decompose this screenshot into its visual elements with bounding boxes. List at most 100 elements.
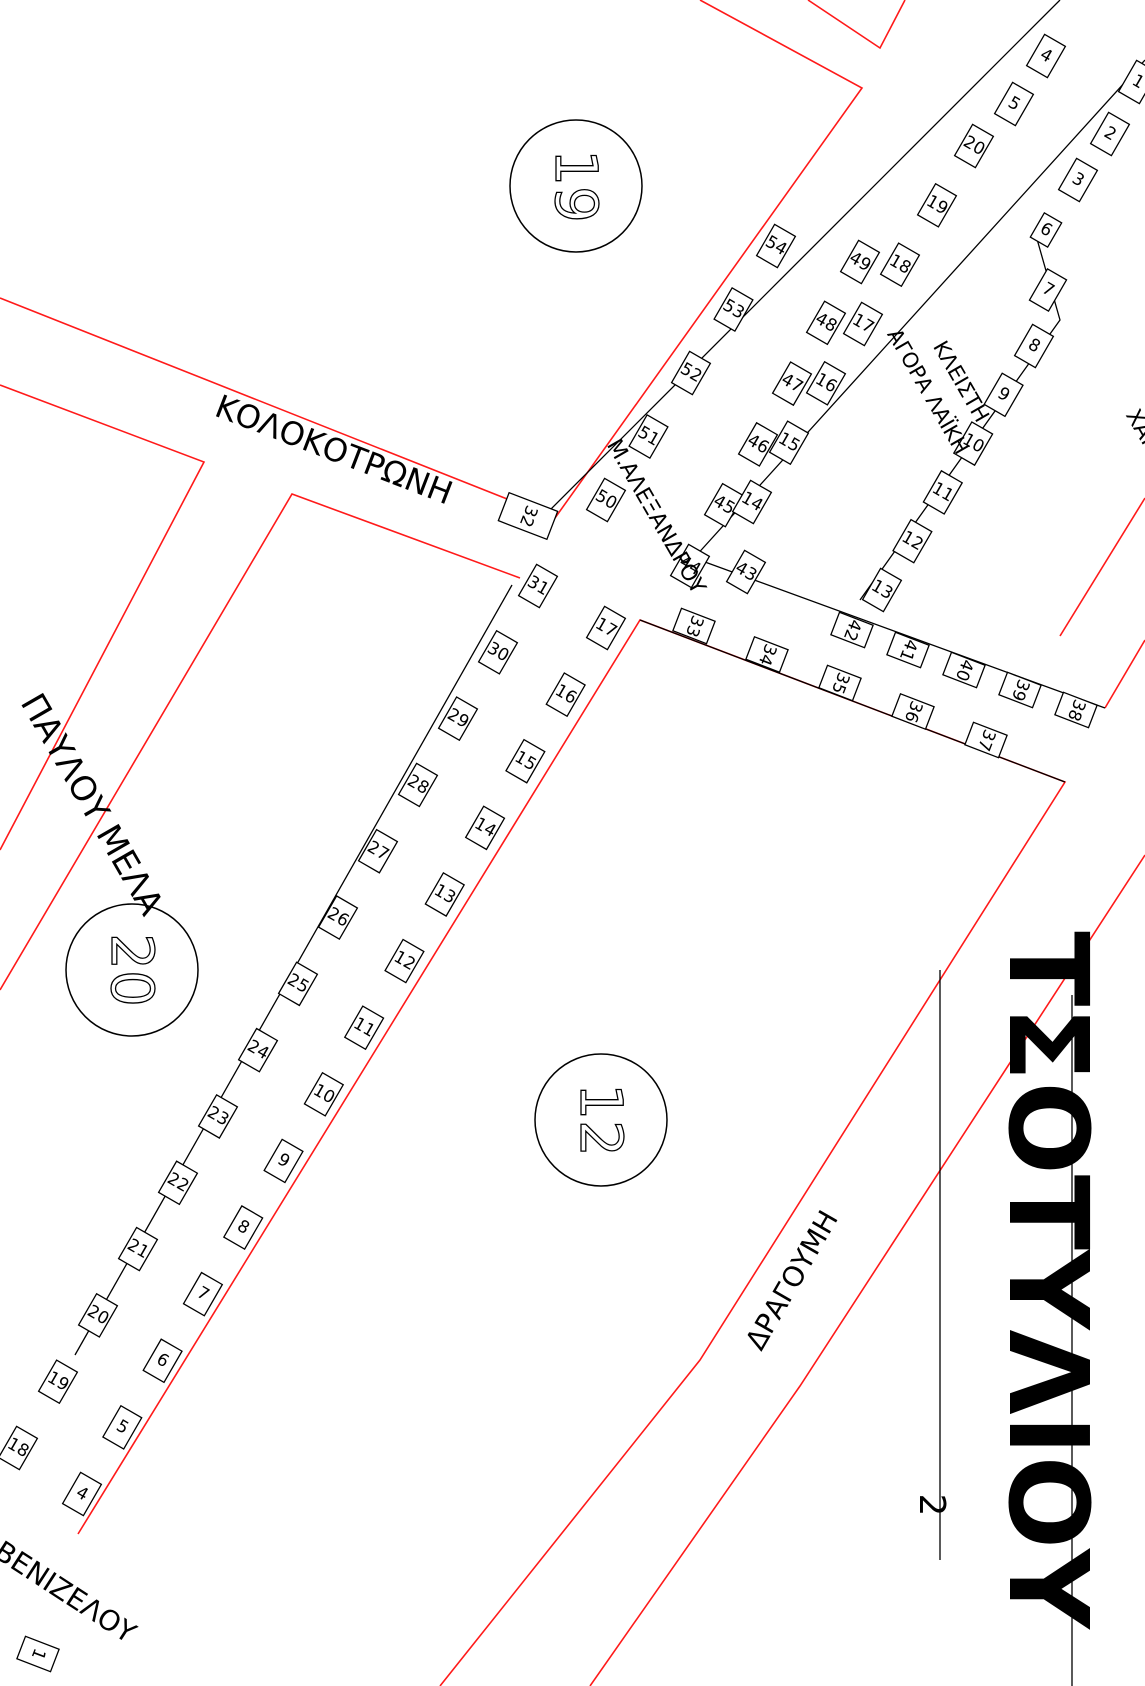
- stall-4: 4: [1025, 33, 1067, 79]
- stall-16: 16: [545, 672, 586, 718]
- stall-36: 36: [891, 693, 935, 730]
- block-20-boundary: [0, 493, 521, 991]
- stall-box: [517, 563, 559, 609]
- stall-box: [1013, 323, 1055, 369]
- stall-box: [343, 1005, 385, 1051]
- stall-box: [1057, 157, 1099, 203]
- street-pavlou-mela: ΠΑΥΛΟΥ ΜΕΛΑ: [12, 687, 171, 922]
- stall-17: 17: [842, 301, 884, 347]
- stall-box: [117, 1226, 159, 1272]
- stall-46: 46: [737, 421, 779, 467]
- stall-box: [672, 607, 716, 645]
- stall-box: [805, 360, 847, 406]
- stall-19: 19: [37, 1359, 79, 1405]
- stall-16: 16: [805, 360, 847, 406]
- stall-box: [818, 664, 862, 702]
- stall-box: [964, 721, 1008, 759]
- stall-40: 40: [942, 651, 986, 689]
- stall-5: 5: [993, 81, 1035, 127]
- stall-box: [477, 629, 519, 675]
- stall-18: 18: [0, 1425, 39, 1471]
- stall-26: 26: [317, 895, 359, 941]
- stall-1: 1: [16, 1635, 60, 1673]
- stall-box: [670, 350, 712, 396]
- stall-box: [942, 651, 986, 689]
- stall-box: [737, 421, 779, 467]
- stall-6: 6: [142, 1338, 183, 1384]
- stall-box: [464, 805, 506, 851]
- stall-20: 20: [77, 1292, 119, 1338]
- stall-box: [585, 605, 627, 651]
- stall-box: [755, 223, 797, 269]
- stall-12: 12: [892, 518, 933, 564]
- stall-box: [952, 421, 994, 467]
- stall-32: 32: [497, 491, 559, 541]
- stall-box: [983, 372, 1024, 418]
- stall-54: 54: [755, 223, 797, 269]
- stall-8: 8: [222, 1205, 264, 1251]
- stall-48: 48: [805, 300, 847, 346]
- stall-15: 15: [768, 420, 810, 466]
- stall-box: [1028, 268, 1068, 312]
- stall-box: [628, 414, 669, 459]
- stall-box: [197, 1093, 239, 1139]
- stall-box: [1117, 59, 1145, 105]
- stall-5: 5: [102, 1404, 143, 1450]
- stall-box: [993, 81, 1035, 127]
- stall-box: [713, 287, 754, 332]
- stall-43: 43: [725, 549, 767, 595]
- stall-17: 17: [585, 605, 627, 651]
- stall-34: 34: [745, 636, 789, 673]
- block-20-marker: 20: [65, 903, 199, 1037]
- stall-14: 14: [464, 805, 506, 851]
- stall-box: [357, 828, 399, 874]
- stall-box: [891, 693, 935, 730]
- stall-box: [585, 477, 627, 523]
- stall-box: [397, 762, 439, 808]
- stall-box: [1054, 691, 1098, 729]
- stall-4: 4: [61, 1471, 103, 1517]
- stall-19: 19: [916, 182, 958, 228]
- block-19-label: 19: [542, 149, 610, 223]
- stall-box: [1089, 111, 1131, 157]
- stall-box: [222, 1205, 264, 1251]
- stall-14: 14: [731, 479, 773, 525]
- stall-box: [922, 469, 964, 515]
- stall-box: [497, 491, 559, 541]
- stall-15: 15: [505, 738, 546, 784]
- block-19-marker: 19: [509, 119, 643, 253]
- stall-box: [953, 123, 995, 169]
- stall-box: [771, 361, 813, 407]
- stall-box: [669, 543, 711, 589]
- stall-49: 49: [839, 239, 881, 285]
- block-east-upper: [1059, 497, 1145, 637]
- stall-box: [424, 871, 466, 917]
- stall-13: 13: [424, 871, 466, 917]
- stall-box: [0, 1425, 39, 1471]
- stall-box: [77, 1292, 119, 1338]
- stall-box: [263, 1138, 304, 1184]
- stall-41: 41: [886, 631, 930, 669]
- stall-33: 33: [672, 607, 716, 645]
- stall-21: 21: [117, 1226, 159, 1272]
- stall-box: [142, 1338, 183, 1384]
- street-xara-partial: ΧΑΡΑ: [1120, 405, 1145, 468]
- stall-25: 25: [277, 961, 319, 1007]
- stall-2: 2: [1089, 111, 1131, 157]
- stall-10: 10: [303, 1071, 345, 1117]
- stall-3: 3: [1057, 157, 1099, 203]
- block-12-label: 12: [567, 1083, 635, 1157]
- stall-13: 13: [861, 567, 903, 613]
- dragoumi-far-boundary: [589, 854, 1145, 1686]
- stall-box: [237, 1027, 279, 1073]
- title-line1: ΛΑΙΚΗ ΑΓΟΡΑ: [1132, 849, 1145, 1686]
- stall-box: [842, 301, 884, 347]
- stall-30: 30: [477, 629, 519, 675]
- stall-47: 47: [771, 361, 813, 407]
- stall-box: [892, 518, 933, 564]
- stall-box: [303, 1071, 345, 1117]
- title-number: 2: [911, 1494, 952, 1517]
- stall-42: 42: [830, 611, 874, 649]
- stall-box: [745, 636, 789, 673]
